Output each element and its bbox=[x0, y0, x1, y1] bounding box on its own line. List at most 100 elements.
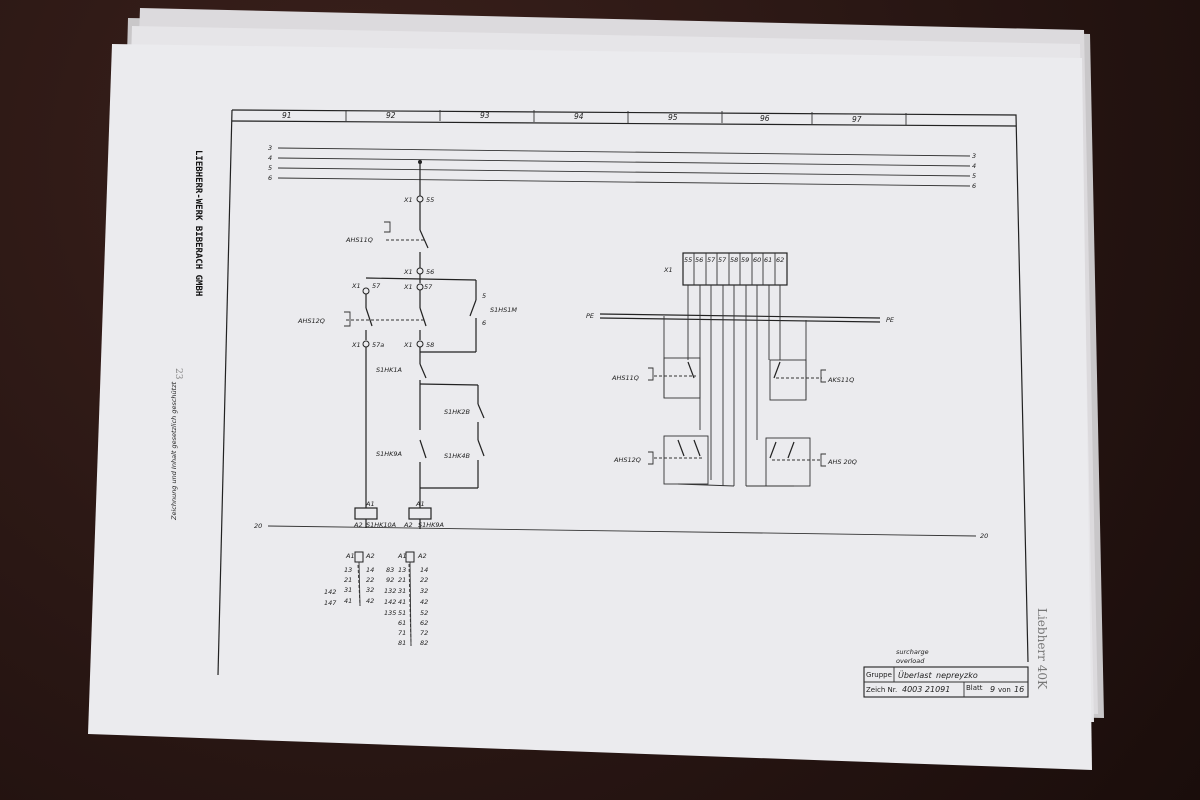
svg-text:57: 57 bbox=[707, 256, 716, 264]
svg-text:S1HK9A: S1HK9A bbox=[418, 521, 444, 529]
svg-text:42: 42 bbox=[420, 598, 428, 606]
svg-text:92: 92 bbox=[386, 576, 394, 584]
left-circuit: X1 55 AHS11Q X1 56 X1 57 X1 57 AHS12Q bbox=[297, 160, 517, 529]
bus-number: 3 bbox=[972, 152, 976, 160]
svg-text:20: 20 bbox=[254, 522, 262, 530]
bus-number: 4 bbox=[268, 154, 272, 162]
svg-text:X1: X1 bbox=[403, 268, 413, 276]
terminal-strip: X1 55 56 57 57 58 59 60 61 62 bbox=[663, 252, 788, 286]
svg-text:57a: 57a bbox=[372, 341, 384, 349]
svg-text:60: 60 bbox=[753, 256, 761, 264]
svg-text:147: 147 bbox=[324, 599, 337, 607]
svg-text:X1: X1 bbox=[663, 266, 673, 274]
svg-text:X1: X1 bbox=[351, 341, 361, 349]
svg-text:6: 6 bbox=[482, 319, 486, 327]
label-ahs11q-right: AHS11Q bbox=[611, 374, 639, 382]
svg-text:55: 55 bbox=[426, 196, 434, 204]
svg-text:57: 57 bbox=[718, 256, 727, 264]
label-ahs11q: AHS11Q bbox=[345, 236, 373, 244]
label-ahs12q: AHS12Q bbox=[297, 317, 325, 325]
svg-text:82: 82 bbox=[420, 639, 428, 647]
svg-text:PE: PE bbox=[586, 312, 595, 320]
svg-text:59: 59 bbox=[741, 256, 749, 264]
svg-text:A2: A2 bbox=[365, 552, 375, 560]
frame-border bbox=[231, 109, 1029, 663]
svg-text:20: 20 bbox=[980, 532, 988, 540]
svg-text:16: 16 bbox=[1014, 685, 1024, 694]
svg-text:71: 71 bbox=[398, 629, 406, 637]
svg-text:A2: A2 bbox=[403, 521, 413, 529]
contact-table-1: A1 A2 13 14 21 22 31 32 142 41 42 147 bbox=[324, 551, 375, 607]
svg-text:S1HK10A: S1HK10A bbox=[366, 521, 396, 529]
label-ahs20q: AHS 20Q bbox=[827, 458, 857, 466]
bus-number: 6 bbox=[972, 182, 976, 190]
column-number: 92 bbox=[386, 111, 396, 120]
svg-text:58: 58 bbox=[730, 256, 738, 264]
svg-text:142: 142 bbox=[384, 598, 396, 606]
svg-text:42: 42 bbox=[366, 597, 374, 605]
svg-text:Gruppe: Gruppe bbox=[866, 671, 892, 679]
svg-text:A1: A1 bbox=[397, 552, 407, 560]
svg-text:Überlast: Überlast bbox=[898, 670, 932, 680]
svg-text:83: 83 bbox=[386, 566, 394, 574]
pe-lines: PE PE bbox=[586, 312, 895, 324]
svg-text:22: 22 bbox=[366, 576, 374, 584]
copyright-note: Zeichnung und Inhalt gesetzlich geschütz… bbox=[170, 381, 178, 521]
column-number: 93 bbox=[480, 111, 490, 120]
svg-text:52: 52 bbox=[420, 609, 428, 617]
svg-text:4003 21091: 4003 21091 bbox=[902, 685, 950, 694]
svg-text:57: 57 bbox=[372, 282, 381, 290]
svg-text:61: 61 bbox=[764, 256, 772, 264]
label-s1hk4b: S1HK4B bbox=[444, 452, 471, 460]
bus-number: 6 bbox=[268, 174, 272, 182]
label-ahs12q-right: AHS12Q bbox=[613, 456, 641, 464]
svg-text:61: 61 bbox=[398, 619, 406, 627]
svg-text:22: 22 bbox=[420, 576, 428, 584]
svg-text:32: 32 bbox=[420, 587, 428, 595]
column-number: 95 bbox=[668, 113, 678, 122]
right-circuit-wires bbox=[654, 285, 822, 487]
svg-text:9: 9 bbox=[990, 685, 995, 694]
frame-header-line bbox=[231, 120, 1017, 127]
svg-text:Zeich Nr.: Zeich Nr. bbox=[866, 686, 897, 694]
svg-text:A2: A2 bbox=[353, 521, 363, 529]
svg-text:41: 41 bbox=[344, 597, 352, 605]
svg-text:14: 14 bbox=[420, 566, 428, 574]
svg-text:surcharge: surcharge bbox=[896, 648, 929, 656]
label-s1hk1a: S1HK1A bbox=[376, 366, 402, 374]
svg-text:31: 31 bbox=[398, 587, 406, 595]
side-label: Liebherr 40K bbox=[1035, 608, 1049, 690]
svg-text:132: 132 bbox=[384, 587, 396, 595]
svg-text:5: 5 bbox=[482, 292, 486, 300]
contact-table-2: A1 A2 83 13 14 92 21 22 132 31 32 142 41… bbox=[384, 551, 428, 647]
column-number: 96 bbox=[760, 114, 770, 123]
svg-text:142: 142 bbox=[324, 588, 336, 596]
svg-text:56: 56 bbox=[695, 256, 703, 264]
svg-text:PE: PE bbox=[886, 316, 895, 324]
svg-text:62: 62 bbox=[776, 256, 784, 264]
svg-text:X1: X1 bbox=[403, 341, 413, 349]
svg-text:X1: X1 bbox=[403, 196, 413, 204]
bus-number: 5 bbox=[268, 164, 272, 172]
bus-number: 3 bbox=[268, 144, 272, 152]
svg-text:overload: overload bbox=[896, 657, 925, 665]
svg-text:135: 135 bbox=[384, 609, 396, 617]
svg-text:21: 21 bbox=[344, 576, 352, 584]
label-s1hs1m: S1HS1M bbox=[490, 306, 517, 314]
svg-text:Blatt: Blatt bbox=[966, 684, 983, 692]
column-header: 91 92 93 94 95 96 97 bbox=[282, 110, 907, 125]
svg-text:21: 21 bbox=[398, 576, 406, 584]
svg-text:81: 81 bbox=[398, 639, 406, 647]
column-number: 91 bbox=[282, 111, 292, 120]
bus-lines: 3 4 5 6 3 4 5 6 bbox=[268, 144, 976, 190]
paper-sheet-top bbox=[88, 44, 1092, 770]
svg-text:A2: A2 bbox=[417, 552, 427, 560]
svg-text:A1: A1 bbox=[365, 500, 375, 508]
svg-text:13: 13 bbox=[344, 566, 352, 574]
svg-text:A1: A1 bbox=[345, 552, 355, 560]
bus-number: 4 bbox=[972, 162, 976, 170]
svg-text:von: von bbox=[998, 686, 1011, 694]
svg-text:X1: X1 bbox=[351, 282, 361, 290]
svg-text:32: 32 bbox=[366, 586, 374, 594]
svg-text:A1: A1 bbox=[415, 500, 425, 508]
